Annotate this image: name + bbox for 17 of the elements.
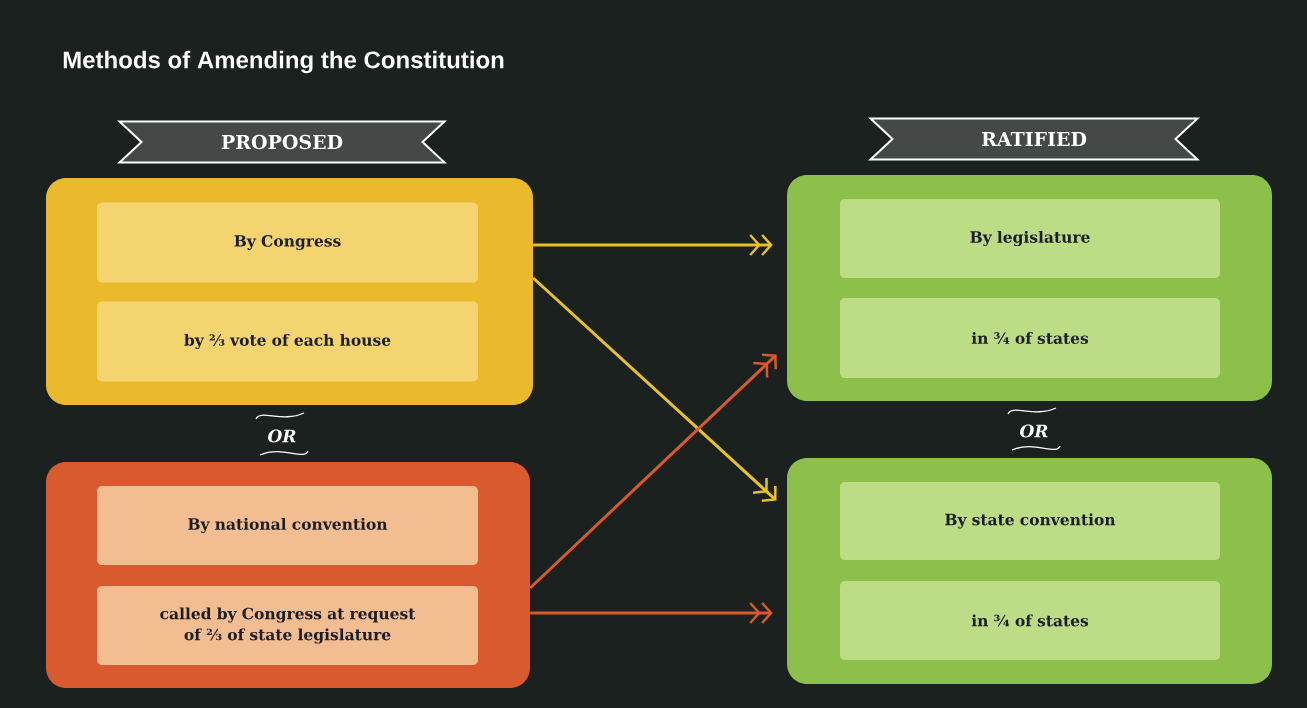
text-box: By legislature bbox=[840, 199, 1220, 278]
arrow bbox=[532, 276, 777, 502]
title: Methods of Amending the Constitution bbox=[63, 50, 504, 74]
text-box: By Congress bbox=[97, 202, 478, 283]
arrow bbox=[533, 234, 773, 256]
text-box: By state convention bbox=[840, 482, 1220, 560]
text-box: By national convention bbox=[97, 486, 478, 565]
or-label: OR bbox=[1007, 407, 1061, 451]
or-label: OR bbox=[255, 412, 309, 456]
banner: PROPOSED bbox=[116, 120, 448, 164]
text-box: in ¾ of states bbox=[840, 298, 1220, 378]
text-box: called by Congress at request of ⅔ of state legislature bbox=[97, 586, 478, 665]
text-box: by ⅔ vote of each house bbox=[97, 301, 478, 382]
banner: RATIFIED bbox=[867, 117, 1201, 161]
arrow bbox=[529, 353, 777, 590]
arrow bbox=[530, 602, 773, 624]
text-box: in ¾ of states bbox=[840, 581, 1220, 660]
